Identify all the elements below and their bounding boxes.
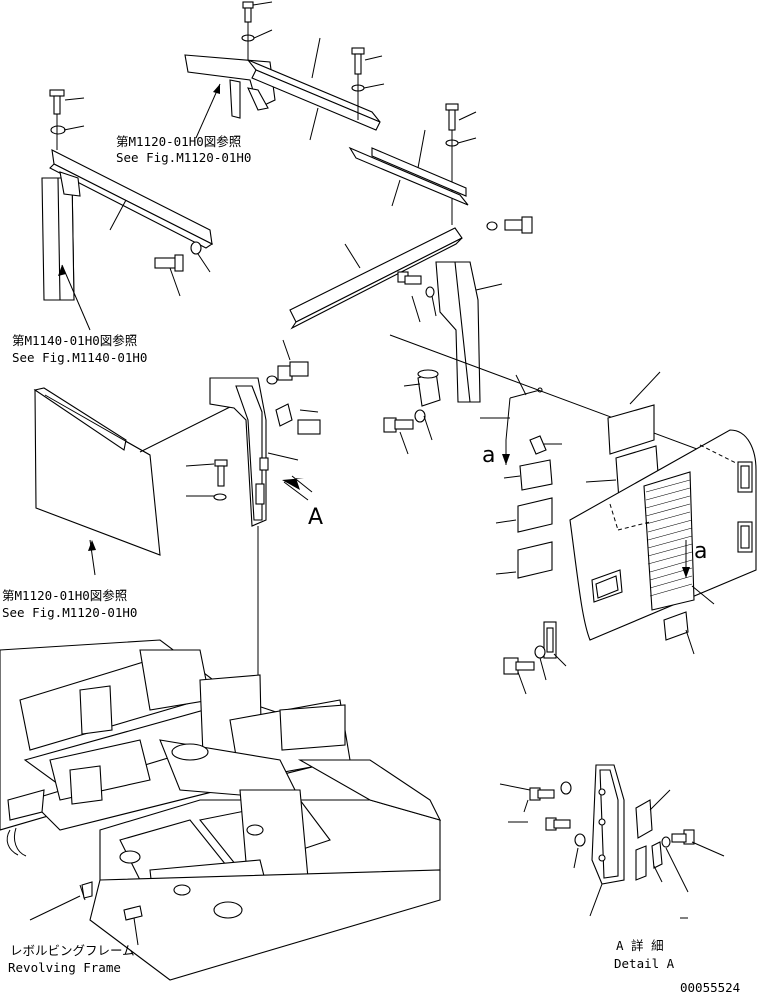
ref-label-mid: 第M1120-01H0図参照 See Fig.M1120-01H0 [2, 588, 137, 620]
revolving-frame [0, 639, 442, 981]
door-bolt [503, 645, 547, 695]
ref-top-en: See Fig.M1120-01H0 [116, 150, 251, 165]
foam-pads [495, 435, 562, 579]
ref-label-left: 第M1140-01H0図参照 See Fig.M1140-01H0 [12, 333, 147, 365]
ref-top-leader [195, 83, 221, 139]
detail-label: A 詳 細 Detail A [614, 938, 675, 971]
left-frame-assembly [41, 89, 214, 331]
view-mark-A: A [308, 505, 323, 530]
ref-mid-jp: 第M1120-01H0図参照 [2, 588, 127, 603]
ref-left-jp: 第M1140-01H0図参照 [12, 333, 137, 348]
detail-label-jp: A 詳 細 [616, 938, 664, 953]
detail-label-en: Detail A [614, 956, 675, 971]
ref-mid-en: See Fig.M1120-01H0 [2, 605, 137, 620]
ref-left-en: See Fig.M1140-01H0 [12, 350, 147, 365]
view-mark-a-door: a [694, 539, 707, 564]
figure-number: 00055524 [680, 980, 740, 995]
detail-A [499, 764, 725, 919]
center-beam-assembly [289, 227, 503, 455]
rod-latch [480, 374, 543, 465]
left-side-panel [33, 387, 233, 576]
center-post-assembly [185, 339, 321, 900]
ref-top-jp: 第M1120-01H0図参照 [116, 134, 241, 149]
frame-label: レボルビングフレーム Revolving Frame [8, 943, 135, 975]
view-mark-a: a [482, 443, 495, 468]
right-door-panel [389, 334, 757, 667]
frame-label-jp: レボルビングフレーム [10, 943, 135, 958]
frame-label-en: Revolving Frame [8, 960, 121, 975]
top-bracket-assembly [184, 1, 533, 234]
hatched-insulation [643, 471, 695, 611]
ref-label-top: 第M1120-01H0図参照 See Fig.M1120-01H0 [116, 134, 251, 165]
